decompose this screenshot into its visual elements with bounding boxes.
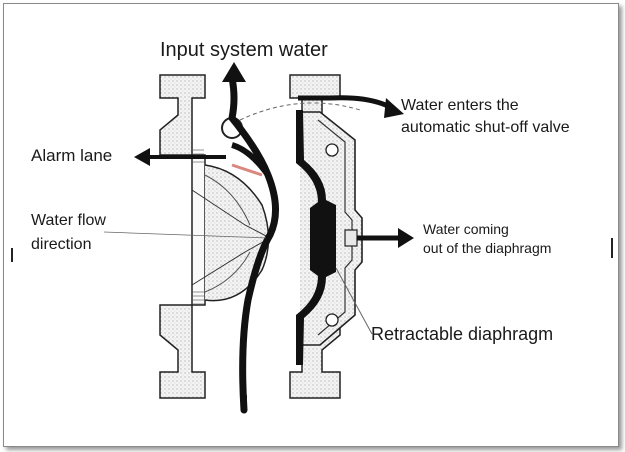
left-top-flange — [159, 74, 206, 156]
main-flow-line — [228, 74, 279, 414]
water-flow-label-line1: Water flow — [31, 212, 106, 229]
left-bottom-flange — [159, 304, 206, 399]
left-body-wall — [191, 154, 206, 306]
water-coming-label-line2: out of the diaphragm — [423, 240, 552, 256]
enters-arrowhead — [384, 98, 404, 118]
input-water-arrowhead — [222, 62, 246, 82]
alarm-lane-arrowhead — [134, 148, 150, 166]
water-enters-label-line1: Water enters the — [401, 97, 519, 114]
alarm-lane-label: Alarm lane — [31, 146, 113, 165]
water-enters-label-line2: automatic shut-off valve — [401, 119, 570, 136]
retractable-diaphragm-label: Retractable diaphragm — [371, 324, 554, 344]
bottom-bolt — [325, 313, 339, 327]
outlet-arrowhead — [398, 228, 414, 248]
top-bolt — [325, 143, 339, 157]
input-water-label: Input system water — [160, 39, 328, 61]
water-coming-label-line1: Water coming — [423, 221, 509, 237]
outlet-port — [344, 229, 358, 247]
retractable-diaphragm — [296, 110, 336, 365]
flow-direction-dot — [266, 236, 270, 240]
flow-to-alarm — [231, 142, 271, 177]
water-flow-label-line2: direction — [31, 236, 92, 253]
